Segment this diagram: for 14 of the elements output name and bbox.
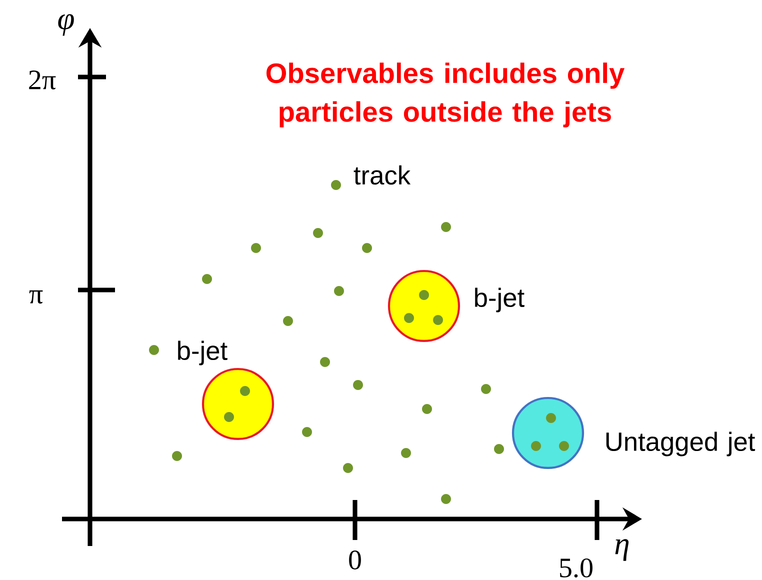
- axis-label: φ: [58, 14, 74, 36]
- jet-circle: [512, 396, 584, 470]
- jet-label: b-jet: [475, 288, 524, 312]
- tick-label: π: [29, 290, 43, 304]
- jet-circle: [388, 270, 460, 342]
- jet-label: b-jet: [178, 340, 228, 366]
- tick-label: 2π: [29, 70, 56, 90]
- track-label: track: [354, 165, 411, 185]
- jet-label: Untagged jet: [606, 432, 756, 456]
- axis-label: η: [615, 539, 629, 561]
- jet-circle: [202, 368, 274, 440]
- title: Observables includes only particles outside the jets: [266, 62, 624, 128]
- tick-label: 5.0: [560, 558, 592, 578]
- tick-label: 0: [349, 550, 361, 570]
